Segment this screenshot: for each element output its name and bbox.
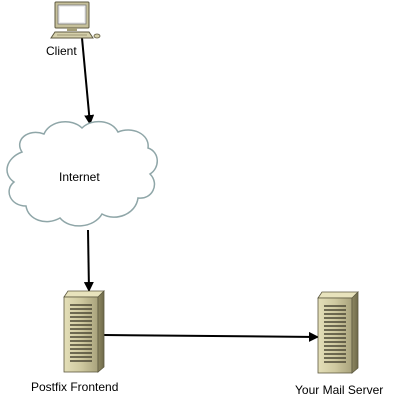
postfix-frontend-label: Postfix Frontend (31, 380, 119, 394)
server-tower-icon (317, 291, 359, 374)
server-tower-icon (63, 290, 105, 373)
edge-client-internet (81, 37, 95, 125)
edge-postfix-mailserver (103, 331, 319, 342)
client-label: Client (46, 44, 77, 58)
edge-internet-postfix (83, 229, 94, 292)
desktop-computer-icon (50, 1, 101, 39)
internet-label: Internet (59, 170, 100, 184)
cloud-icon (6, 120, 158, 227)
mail-server-label: Your Mail Server (295, 383, 384, 397)
